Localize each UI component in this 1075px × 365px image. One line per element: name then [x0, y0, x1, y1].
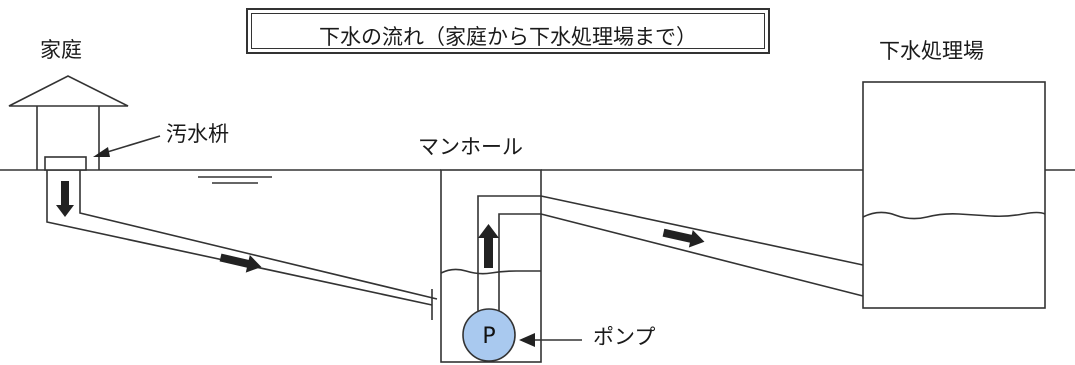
sewage-basin-label: 汚水枡: [166, 122, 229, 146]
flow-arrow-up: [484, 236, 493, 268]
diagram-title: 下水の流れ（家庭から下水処理場まで）: [319, 25, 697, 49]
flow-arrow-right: [662, 228, 705, 248]
flow-arrow-down: [61, 181, 69, 207]
discharge-pipe: [540, 213, 864, 297]
pump-symbol: [462, 308, 516, 362]
house-roof: [8, 75, 129, 107]
pump-leader-arrow: [519, 333, 535, 347]
sewage-basin-leader-arrow: [93, 147, 110, 157]
title-box: 下水の流れ（家庭から下水処理場まで）: [246, 8, 770, 54]
house-drain-pipe: [79, 170, 438, 300]
manhole-label: マンホール: [418, 135, 523, 159]
sewage-basin: [44, 156, 87, 171]
riser-pipe: [498, 213, 541, 325]
discharge-pipe: [540, 195, 864, 266]
sewage-basin-leader: [103, 135, 161, 154]
pump-symbol-letter: P: [482, 324, 495, 349]
riser-pipe: [477, 195, 541, 325]
flow-arrow-right: [219, 253, 262, 273]
treatment-plant-water-surface: [862, 211, 1046, 220]
treatment-plant-building: [862, 81, 1046, 309]
pump-label: ポンプ: [593, 325, 656, 349]
flow-arrow-down: [56, 205, 74, 217]
house-drain-pipe: [46, 170, 433, 306]
home-label: 家庭: [40, 38, 82, 62]
manhole-water-surface: [440, 268, 541, 275]
treatment-plant-label: 下水処理場: [879, 39, 984, 63]
flow-arrow-up: [478, 224, 499, 238]
